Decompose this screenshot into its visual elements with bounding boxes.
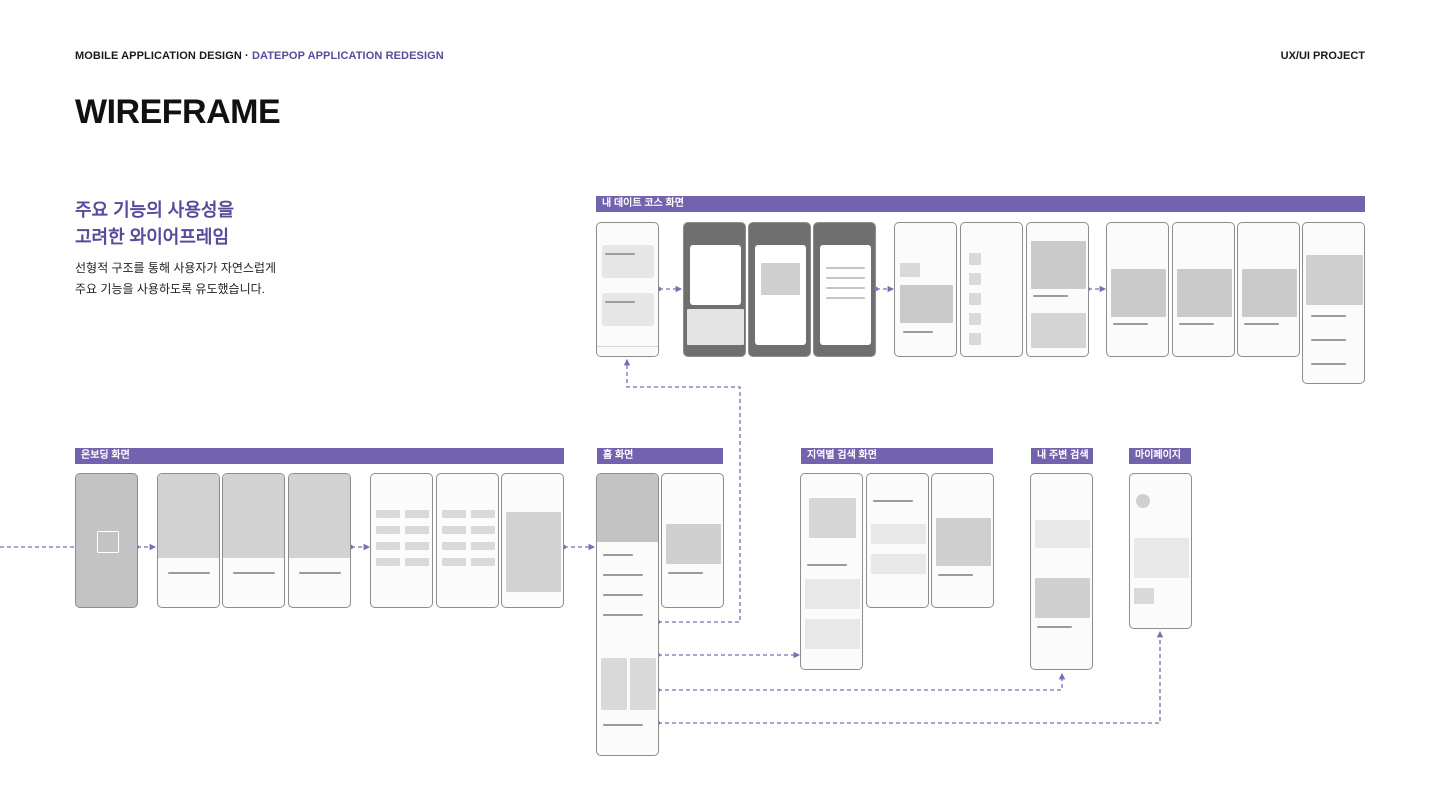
subheading-line-1: 주요 기능의 사용성을 xyxy=(75,200,235,220)
page-title: WIREFRAME xyxy=(75,93,281,131)
wireframe-onboarding-survey-1 xyxy=(370,473,433,608)
wireframe-region-grid xyxy=(800,473,863,670)
wireframe-course-name-input xyxy=(683,222,746,357)
section-region-search: 지역별 검색 화면 xyxy=(801,448,993,464)
subheading: 주요 기능의 사용성을 고려한 와이어프레임 xyxy=(75,197,234,251)
wireframe-onboarding-complete xyxy=(501,473,564,608)
flow-home-to-nearby xyxy=(658,672,1066,691)
wireframe-course-place-list xyxy=(894,222,957,357)
wireframe-region-place-info xyxy=(866,473,929,608)
wireframe-course-place-select xyxy=(960,222,1023,357)
section-mypage: 마이페이지 xyxy=(1129,448,1191,464)
section-onboarding: 온보딩 화면 xyxy=(75,448,564,464)
wireframe-course-region-select xyxy=(748,222,811,357)
wireframe-onboarding-intro-1 xyxy=(157,473,220,608)
section-nearby-search: 내 주변 검색 xyxy=(1031,448,1093,464)
header-project-label: MOBILE APPLICATION DESIGN · DATEPOP APPL… xyxy=(75,50,444,62)
wireframe-course-list xyxy=(596,222,659,357)
header-prefix: MOBILE APPLICATION DESIGN · xyxy=(75,50,252,62)
subheading-line-2: 고려한 와이어프레임 xyxy=(75,227,230,247)
flow-home-to-mypage xyxy=(658,630,1164,724)
wireframe-nearby-search xyxy=(1030,473,1093,670)
wireframe-onboarding-splash xyxy=(75,473,138,608)
wireframe-home-main xyxy=(596,473,659,756)
flow-home-to-course xyxy=(623,358,741,623)
header-right-label: UX/UI PROJECT xyxy=(1280,50,1365,62)
wireframe-onboarding-intro-2 xyxy=(222,473,285,608)
wireframe-course-result-2 xyxy=(1172,222,1235,357)
wireframe-course-place-detail xyxy=(1026,222,1089,357)
header-accent: DATEPOP APPLICATION REDESIGN xyxy=(251,50,444,62)
wireframe-region-place-map xyxy=(931,473,994,608)
description-line-1: 선형적 구조를 통해 사용자가 자연스럽게 xyxy=(75,261,277,275)
wireframe-mypage xyxy=(1129,473,1192,629)
wireframe-onboarding-survey-2 xyxy=(436,473,499,608)
section-date-course: 내 데이트 코스 화면 xyxy=(596,196,1365,212)
wireframe-course-map xyxy=(1302,222,1365,384)
description: 선형적 구조를 통해 사용자가 자연스럽게 주요 기능을 사용하도록 유도했습니… xyxy=(75,258,276,300)
wireframe-course-date-select xyxy=(813,222,876,357)
wireframe-home-detail xyxy=(661,473,724,608)
wireframe-onboarding-intro-3 xyxy=(288,473,351,608)
section-home: 홈 화면 xyxy=(597,448,723,464)
wireframe-course-result-1 xyxy=(1106,222,1169,357)
description-line-2: 주요 기능을 사용하도록 유도했습니다. xyxy=(75,282,265,296)
wireframe-course-result-3 xyxy=(1237,222,1300,357)
